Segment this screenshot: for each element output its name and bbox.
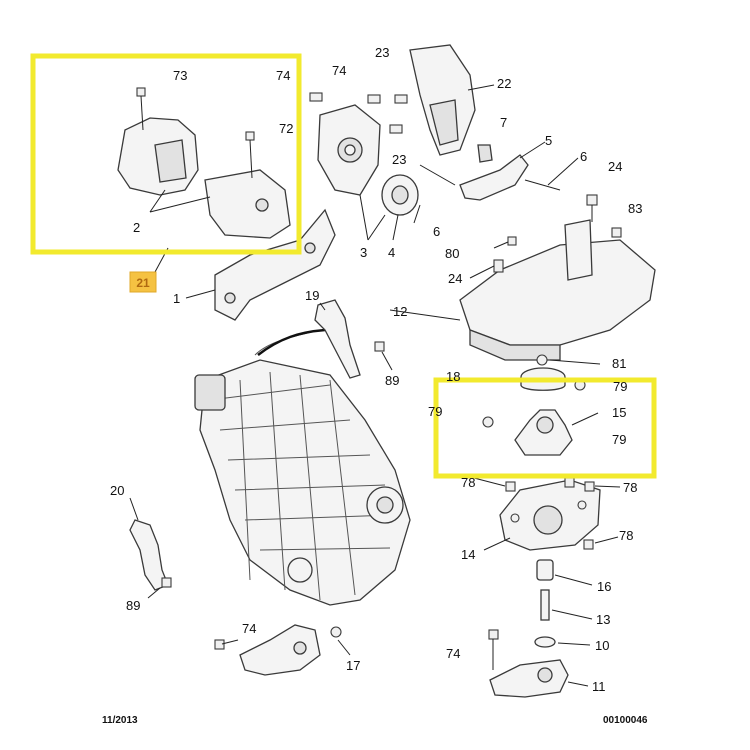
callout-78-c: 78: [619, 528, 633, 543]
callout-11: 11: [592, 679, 606, 694]
callout-1: 1: [173, 291, 180, 306]
highlight-box-right: [433, 377, 657, 479]
callout-6-b: 6: [433, 224, 440, 239]
bolts-78: [505, 477, 595, 550]
callout-23-a: 23: [375, 45, 389, 60]
bolt-73: [136, 87, 146, 131]
callout-22: 22: [497, 76, 511, 91]
callout-89-b: 89: [126, 598, 140, 613]
callout-16: 16: [597, 579, 611, 594]
callout-7: 7: [500, 115, 507, 130]
battery-tray-12: [459, 219, 656, 361]
callout-78-b: 78: [623, 480, 637, 495]
bolt-89-upper: [374, 341, 385, 352]
washer-10: [534, 636, 556, 648]
callout-72: 72: [279, 121, 293, 136]
part-7: [477, 144, 493, 163]
bracket-22: [409, 44, 476, 156]
accessory-bracket-3: [317, 104, 381, 196]
bolt-83: [611, 227, 622, 238]
callout-79-c: 79: [612, 432, 626, 447]
bolt-72: [245, 131, 255, 179]
callout-80: 80: [445, 246, 459, 261]
callout-6-a: 6: [580, 149, 587, 164]
callout-12: 12: [393, 304, 407, 319]
engine-mount-assembly-2: [117, 117, 291, 239]
callout-10: 10: [595, 638, 609, 653]
callout-15: 15: [612, 405, 626, 420]
callout-79-b: 79: [428, 404, 442, 419]
callout-74-d: 74: [242, 621, 256, 636]
callout-4: 4: [388, 245, 395, 260]
callout-74-c: 74: [446, 646, 460, 661]
footer-date: 11/2013: [102, 715, 138, 726]
highlight-box-top-left: [30, 53, 302, 255]
callout-3: 3: [360, 245, 367, 260]
link-17: [239, 624, 321, 676]
callout-21: 21: [136, 276, 150, 290]
engine-block: [194, 328, 411, 606]
bolt-74-top: [309, 92, 381, 104]
torque-arm-11: [489, 659, 569, 698]
callout-73: 73: [173, 68, 187, 83]
bolt-74-lower-left: [214, 626, 342, 650]
pulley-4: [381, 174, 419, 216]
support-bracket-1: [214, 208, 336, 321]
callout-74-a: 74: [276, 68, 290, 83]
callout-24-a: 24: [608, 159, 622, 174]
callout-78-a: 78: [461, 475, 475, 490]
callout-17: 17: [346, 658, 360, 673]
bolt-74-lower-right: [488, 629, 499, 670]
mount-plate-14: [499, 479, 601, 551]
bolt-89-lower: [161, 577, 172, 588]
callout-14: 14: [461, 547, 475, 562]
bolt-6: [419, 164, 561, 191]
nut-81: [536, 354, 548, 366]
callout-18: 18: [446, 369, 460, 384]
bolt-80: [507, 236, 517, 246]
callout-19: 19: [305, 288, 319, 303]
callout-89-a: 89: [385, 373, 399, 388]
footer-code: 00100046: [603, 715, 648, 726]
callout-23-b: 23: [392, 152, 406, 167]
shaft-13: [540, 589, 550, 621]
callout-83: 83: [628, 201, 642, 216]
link-5: [459, 154, 529, 201]
callout-74-b: 74: [332, 63, 346, 78]
callout-24-b: 24: [448, 271, 462, 286]
callout-5: 5: [545, 133, 552, 148]
callout-20: 20: [110, 483, 124, 498]
bracket-19: [314, 299, 361, 379]
bolt-23: [389, 94, 408, 134]
callout-2: 2: [133, 220, 140, 235]
bushing-16: [536, 559, 554, 581]
callout-badge-21: [129, 271, 157, 293]
callout-79-a: 79: [613, 379, 627, 394]
bolt-24-right: [586, 194, 598, 222]
leader-lines: [129, 84, 621, 687]
stud-24: [493, 259, 504, 273]
mount-15: [514, 409, 573, 456]
callout-81: 81: [612, 356, 626, 371]
callout-13: 13: [596, 612, 610, 627]
